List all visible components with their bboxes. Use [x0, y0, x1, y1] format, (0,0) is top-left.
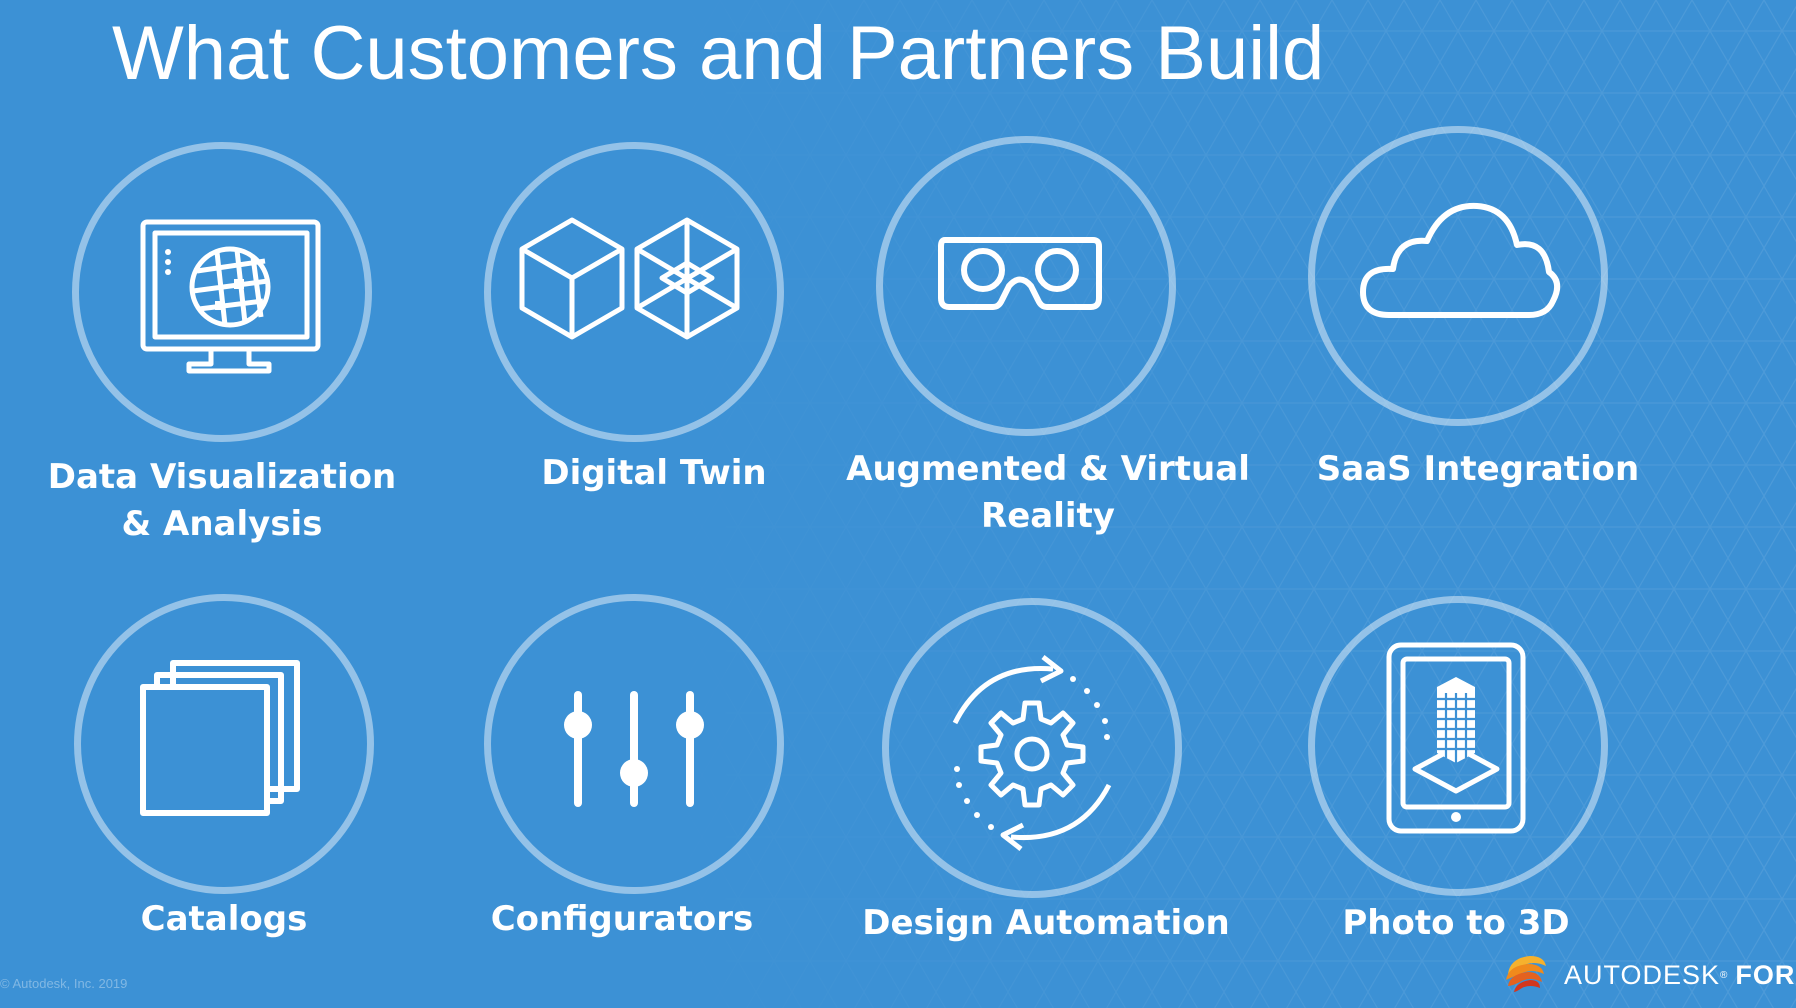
tile-saas-integration [1308, 126, 1608, 426]
tablet-building-icon [1386, 642, 1526, 834]
brand-registered-mark: ® [1720, 969, 1728, 981]
vr-headset-icon [938, 237, 1102, 310]
cloud-icon [1360, 202, 1561, 318]
copyright-notice: © Autodesk, Inc. 2019 [0, 976, 128, 991]
stacked-pages-icon [140, 660, 300, 816]
sliders-icon [564, 691, 704, 807]
tile-photo-to-3d [1308, 596, 1608, 896]
slide-title: What Customers and Partners Build [112, 11, 1325, 96]
tile-configurators [484, 594, 784, 894]
twin-cubes-icon [519, 217, 740, 340]
tile-label-photo-to-3d: Photo to 3D [1342, 903, 1570, 943]
tile-digital-twin [484, 142, 784, 442]
tile-catalogs [74, 594, 374, 894]
tile-label-augmented-virtual-reality: Augmented & Virtual Reality [846, 449, 1250, 536]
forge-logo-icon [1506, 956, 1546, 992]
autodesk-forge-brand: AUTODESK ® FORGE [1500, 950, 1796, 1000]
tile-design-automation [882, 598, 1182, 898]
monitor-map-icon [140, 219, 321, 374]
tile-label-digital-twin: Digital Twin [541, 453, 767, 493]
tile-augmented-virtual-reality [876, 136, 1176, 436]
tile-label-catalogs: Catalogs [140, 899, 308, 939]
brand-autodesk-text: AUTODESK [1564, 959, 1721, 990]
brand-forge-text: FORGE [1735, 959, 1796, 990]
gear-cycle-icon [952, 655, 1112, 851]
tile-label-design-automation: Design Automation [862, 903, 1230, 943]
tile-label-configurators: Configurators [490, 899, 754, 939]
tile-label-saas-integration: SaaS Integration [1316, 449, 1640, 489]
tile-label-data-visualization: Data Visualization & Analysis [47, 457, 397, 544]
tile-data-visualization [72, 142, 372, 442]
